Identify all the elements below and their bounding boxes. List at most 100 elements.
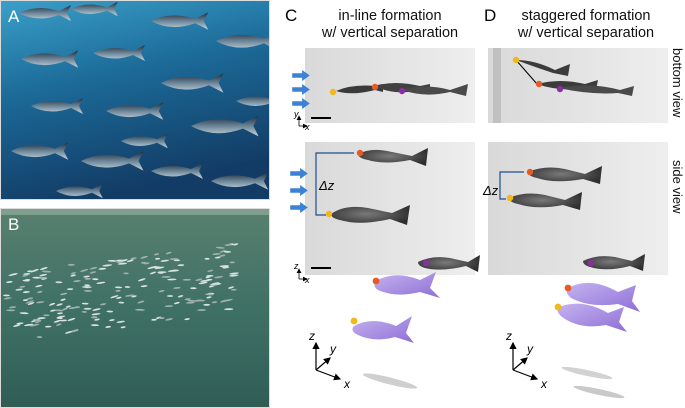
panel-c-3d-model <box>350 272 440 389</box>
sardine-fish <box>110 295 119 299</box>
sardine-fish <box>38 276 48 279</box>
sardine-fish <box>233 243 239 246</box>
panel-b-letter: B <box>8 215 20 234</box>
sardine-fish <box>177 295 184 298</box>
tuna-fish <box>236 96 269 106</box>
sardine-fish <box>173 287 181 289</box>
tuna-fish <box>80 151 144 171</box>
sardine-fish <box>105 325 112 328</box>
sardine-fish <box>224 243 232 246</box>
sardine-fish <box>44 325 52 328</box>
sardine-fish <box>25 278 31 281</box>
sardine-fish <box>185 301 195 304</box>
sardine-fish <box>169 258 179 260</box>
sardine-fish <box>219 265 230 268</box>
sardine-fish <box>27 270 33 273</box>
fish-d-side-back <box>583 254 645 271</box>
sardine-fish <box>224 308 234 311</box>
delta-z-bracket-c <box>315 152 354 216</box>
fish-3d-c-follow <box>352 316 414 343</box>
sardine-fish <box>89 267 98 270</box>
sardine-fish <box>166 295 174 297</box>
sardine-fish <box>60 298 66 301</box>
sardine-fish <box>126 259 134 263</box>
tuna-fish <box>151 12 209 30</box>
tuna-fish <box>216 35 269 48</box>
sardine-fish <box>83 290 93 292</box>
sardine-fish <box>37 317 46 320</box>
sardine-fish <box>184 298 191 301</box>
sardine-fish <box>6 281 13 283</box>
sardine-fish <box>214 275 224 279</box>
sardine-fish <box>81 302 89 305</box>
sardine-fish <box>35 284 43 288</box>
axis-label-y: y <box>526 342 534 356</box>
sardine-fish <box>92 308 101 311</box>
sardine-fish <box>106 310 114 313</box>
sardine-fish <box>41 270 52 273</box>
sardine-fish <box>24 323 34 327</box>
fish-3d-c-lead <box>374 272 440 298</box>
sardine-fish <box>36 336 43 338</box>
marker-orange <box>526 168 534 176</box>
sardine-fish <box>19 285 26 288</box>
sardine-fish <box>16 322 24 325</box>
axis-label-x: x <box>304 122 310 132</box>
axis-label-x: x <box>343 377 351 391</box>
sardine-fish <box>22 299 28 302</box>
panel-c-bottom-view <box>292 48 475 123</box>
axis-triad-d-3d <box>509 341 539 381</box>
sardine-fish <box>140 285 148 288</box>
sardine-fish <box>228 286 235 289</box>
sardine-fish <box>210 282 220 286</box>
sardine-fish <box>173 301 180 305</box>
sardine-fish <box>9 306 17 309</box>
fish-d-side-bottom <box>509 192 582 210</box>
sardine-fish <box>27 302 35 306</box>
sardine-fish <box>55 281 63 284</box>
fish-3d-d-lead <box>566 282 640 312</box>
sardine-fish <box>81 286 92 288</box>
sardine-fish <box>15 288 23 291</box>
sardine-fish <box>116 320 125 323</box>
sardine-fish <box>90 316 98 319</box>
flow-arrows-c-side <box>290 168 308 213</box>
panel-d-title: staggered formation w/ vertical separati… <box>496 8 676 42</box>
tuna-fish <box>19 5 71 21</box>
sardine-fish <box>154 266 165 270</box>
sardine-fish <box>22 274 28 277</box>
sardine-fish <box>81 310 87 313</box>
sardine-fish <box>70 274 76 277</box>
sardine-fish <box>30 323 40 327</box>
sardine-fish <box>167 269 178 272</box>
sardine-fish <box>36 301 45 304</box>
sardine-fish <box>83 307 92 310</box>
panel-a-letter: A <box>8 7 20 26</box>
sardine-school-image <box>1 209 269 407</box>
fish-c-bottom-1 <box>336 84 383 94</box>
panel-c-title-line2: w/ vertical separation <box>321 25 459 41</box>
sardine-fish <box>54 309 64 312</box>
tuna-fish <box>161 73 224 93</box>
sardine-fish <box>39 273 48 277</box>
sardine-fish <box>187 299 197 302</box>
sardine-fish <box>151 318 157 321</box>
marker-orange <box>535 80 543 88</box>
sardine-fish <box>137 300 145 304</box>
panel-c-side-view <box>290 142 480 275</box>
axis-triad-c-bottom <box>296 115 308 129</box>
sardine-fish <box>34 320 42 324</box>
sardine-fish <box>39 266 48 270</box>
sardine-fish <box>154 253 159 256</box>
sardine-fish <box>155 257 161 260</box>
marker-yellow <box>325 210 333 218</box>
tuna-fish <box>20 50 79 68</box>
sardine-fish <box>84 277 92 280</box>
panel-d-side-view <box>488 142 668 275</box>
axis-label-y: y <box>293 109 299 119</box>
sardine-fish <box>56 303 63 306</box>
sardine-fish <box>140 261 147 264</box>
sardine-fish <box>120 326 126 329</box>
panel-d-title-line2: w/ vertical separation <box>517 25 655 41</box>
